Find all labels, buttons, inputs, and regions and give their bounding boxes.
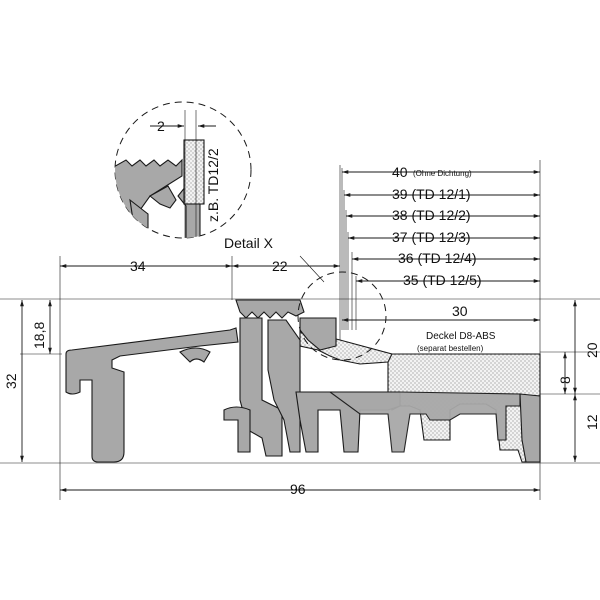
dim-18-8: 18,8 xyxy=(31,322,47,349)
dim-37: 37 (TD 12/3) xyxy=(392,229,471,245)
dim-36: 36 (TD 12/4) xyxy=(398,250,477,266)
dim-40: 40 xyxy=(392,164,408,180)
dim-35: 35 (TD 12/5) xyxy=(403,272,482,288)
aluminium-profile xyxy=(65,299,541,463)
dim-96: 96 xyxy=(290,481,306,497)
detail-view xyxy=(114,101,252,239)
cover-name-label: Deckel D8-ABS xyxy=(426,331,496,342)
dim-32: 32 xyxy=(3,373,19,389)
right-height-dimensions xyxy=(563,300,577,462)
left-height-dimensions xyxy=(20,300,52,462)
cover-note-label: (separat bestellen) xyxy=(417,344,484,353)
detail-x-label: Detail X xyxy=(224,235,274,251)
width-dimensions xyxy=(341,168,540,330)
dim-30: 30 xyxy=(452,303,468,319)
dim-12: 12 xyxy=(584,414,600,430)
dim-34: 34 xyxy=(130,258,146,274)
dim-40-note: (Ohne Dichtung) xyxy=(413,169,472,178)
extension-lines xyxy=(0,160,600,500)
dim-39: 39 (TD 12/1) xyxy=(392,186,471,202)
dim-38: 38 (TD 12/2) xyxy=(392,207,471,223)
dim-22: 22 xyxy=(272,258,288,274)
dim-20: 20 xyxy=(584,342,600,358)
dim-8: 8 xyxy=(557,376,573,384)
dim-2: 2 xyxy=(157,118,165,134)
top-dimensions xyxy=(60,264,540,322)
seal-example-label: z.B. TD12/2 xyxy=(205,148,221,222)
